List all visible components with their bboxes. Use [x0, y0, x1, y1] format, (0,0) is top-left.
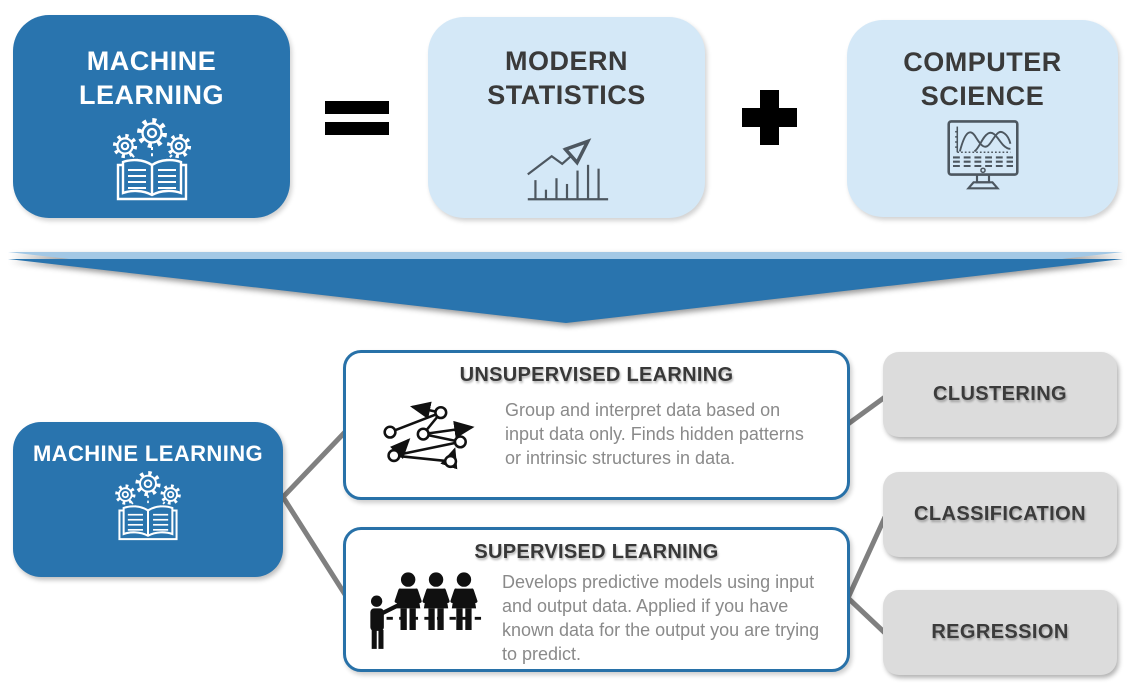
book-gears-icon — [102, 117, 202, 207]
supervised-learning-box: SUPERVISED LEARNING — [343, 527, 850, 672]
equals-icon — [325, 101, 389, 135]
computer-science-label: COMPUTER SCIENCE — [903, 47, 1062, 111]
supervised-learning-title: SUPERVISED LEARNING — [474, 541, 719, 563]
computer-science-box: COMPUTER SCIENCE — [847, 20, 1118, 217]
machine-learning-root-label: MACHINE LEARNING — [32, 441, 264, 466]
modern-statistics-box: MODERN STATISTICS — [428, 17, 705, 218]
classification-box: CLASSIFICATION — [883, 472, 1117, 557]
supervised-learning-description: Develops predictive models using input a… — [502, 572, 820, 664]
bar-chart-arrow-icon — [526, 117, 608, 200]
unsupervised-learning-box: UNSUPERVISED LEARNING — [343, 350, 850, 500]
monitor-waves-icon — [946, 119, 1019, 189]
plus-icon — [742, 90, 797, 145]
scatter-arrows-icon — [383, 401, 475, 470]
regression-box: REGRESSION — [883, 590, 1117, 675]
unsupervised-learning-body: Group and interpret data based on input … — [346, 391, 847, 479]
clustering-label: CLUSTERING — [933, 383, 1067, 405]
regression-label: REGRESSION — [931, 621, 1069, 643]
teacher-students-icon — [370, 572, 483, 649]
machine-learning-label: MACHINE LEARNING — [79, 46, 224, 110]
unsupervised-learning-description: Group and interpret data based on input … — [505, 400, 804, 468]
machine-learning-box: MACHINE LEARNING — [13, 15, 290, 218]
clustering-box: CLUSTERING — [883, 352, 1117, 437]
classification-label: CLASSIFICATION — [914, 503, 1086, 525]
modern-statistics-label: MODERN STATISTICS — [487, 46, 646, 110]
machine-learning-root-box: MACHINE LEARNING — [13, 422, 283, 577]
supervised-learning-body: Develops predictive models using input a… — [346, 565, 847, 667]
down-chevron-arrow — [8, 252, 1123, 323]
unsupervised-learning-title: UNSUPERVISED LEARNING — [459, 364, 734, 386]
book-gears-icon — [106, 470, 190, 546]
